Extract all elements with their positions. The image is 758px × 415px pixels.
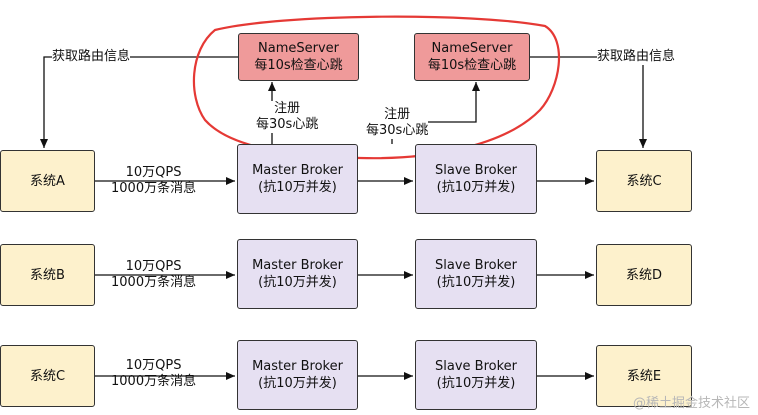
row2-qps: 10万QPS <box>125 259 182 274</box>
row1-master-broker: Master Broker (抗10万并发) <box>237 144 358 214</box>
row3-consumer-box: 系统E <box>596 345 692 407</box>
row1-msgs: 1000万条消息 <box>111 181 197 196</box>
row3-qps: 10万QPS <box>125 358 182 373</box>
register-right-line2: 每30s心跳 <box>366 123 429 139</box>
row2-master-broker: Master Broker (抗10万并发) <box>237 239 358 309</box>
row2-slave-broker: Slave Broker (抗10万并发) <box>415 239 537 309</box>
nameserver-right-subtitle: 每10s检查心跳 <box>427 58 517 73</box>
register-left-line1: 注册 <box>256 101 319 117</box>
register-label-left: 注册 每30s心跳 <box>256 101 319 133</box>
row1-qps: 10万QPS <box>125 165 182 180</box>
route-line-left <box>40 56 238 148</box>
row3-master-broker: Master Broker (抗10万并发) <box>237 340 358 410</box>
route-label-right: 获取路由信息 <box>597 49 676 65</box>
row1-master-title: Master Broker <box>252 163 343 178</box>
row1-traffic-label: 10万QPS 1000万条消息 <box>111 165 196 197</box>
row1-consumer-box: 系统C <box>596 150 692 212</box>
row1-slave-title: Slave Broker <box>435 163 517 178</box>
route-line-right <box>530 56 647 148</box>
row1-master-subtitle: (抗10万并发) <box>258 180 337 195</box>
row3-master-subtitle: (抗10万并发) <box>258 376 337 391</box>
row2-slave-title: Slave Broker <box>435 258 517 273</box>
system-c-box: 系统C <box>0 345 95 407</box>
row1-slave-subtitle: (抗10万并发) <box>436 180 516 195</box>
row2-master-title: Master Broker <box>252 258 343 273</box>
register-right-line1: 注册 <box>366 107 429 123</box>
row2-slave-subtitle: (抗10万并发) <box>436 275 516 290</box>
row3-slave-broker: Slave Broker (抗10万并发) <box>415 340 537 410</box>
row3-slave-subtitle: (抗10万并发) <box>436 376 516 391</box>
register-label-right: 注册 每30s心跳 <box>366 107 429 139</box>
row2-consumer-box: 系统D <box>596 244 692 306</box>
nameserver-left: NameServer 每10s检查心跳 <box>238 33 359 81</box>
nameserver-left-title: NameServer <box>258 41 339 56</box>
row3-traffic-label: 10万QPS 1000万条消息 <box>111 358 196 390</box>
nameserver-right-title: NameServer <box>431 41 513 56</box>
route-label-left: 获取路由信息 <box>52 49 131 65</box>
system-a-box: 系统A <box>0 150 95 212</box>
nameserver-right: NameServer 每10s检查心跳 <box>414 33 530 81</box>
system-b-box: 系统B <box>0 244 95 306</box>
row1-slave-broker: Slave Broker (抗10万并发) <box>415 144 537 214</box>
watermark: @稀土掘金技术社区 <box>632 396 750 411</box>
row2-msgs: 1000万条消息 <box>111 275 197 290</box>
row2-master-subtitle: (抗10万并发) <box>258 275 337 290</box>
row3-master-title: Master Broker <box>252 359 343 374</box>
row2-traffic-label: 10万QPS 1000万条消息 <box>111 259 196 291</box>
row3-msgs: 1000万条消息 <box>111 374 197 389</box>
nameserver-left-subtitle: 每10s检查心跳 <box>254 58 343 73</box>
row3-slave-title: Slave Broker <box>435 359 517 374</box>
register-left-line2: 每30s心跳 <box>256 117 319 133</box>
